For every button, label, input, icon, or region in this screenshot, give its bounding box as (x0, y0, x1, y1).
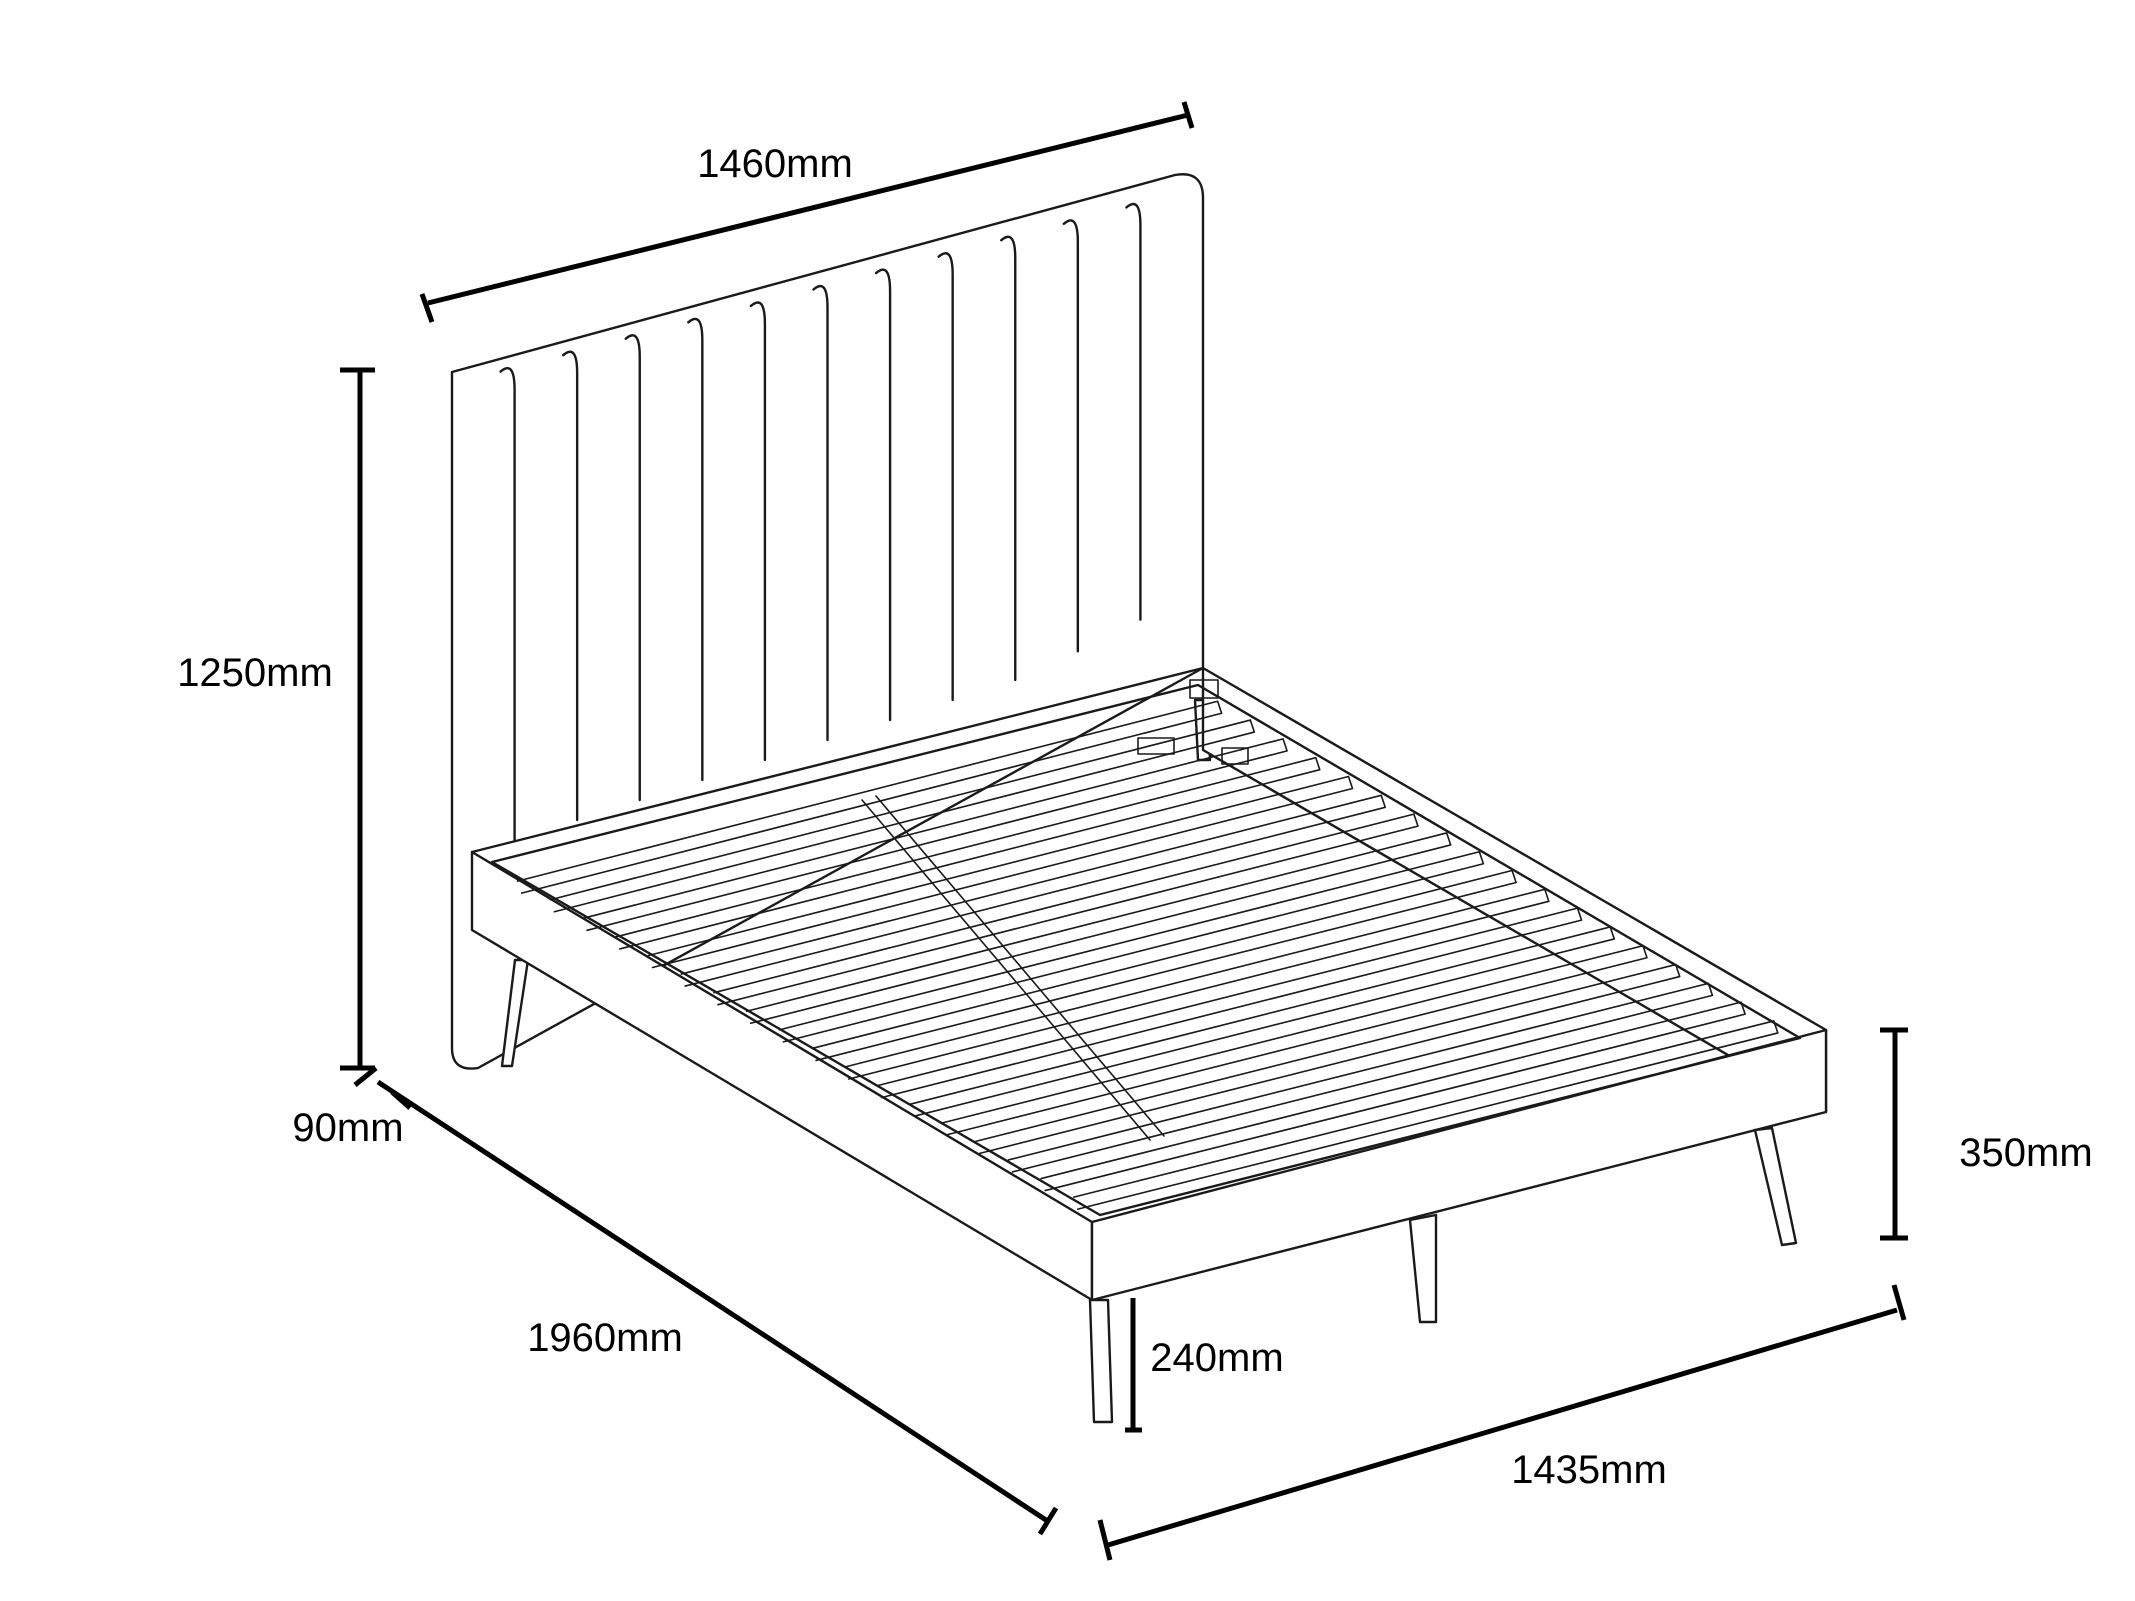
slat (844, 888, 1550, 1080)
slat (811, 869, 1517, 1062)
dim-leg-height (1125, 1298, 1142, 1433)
dim-headboard-width (419, 101, 1195, 323)
headboard-channel (749, 301, 767, 762)
slat (647, 775, 1354, 969)
dim-headboard-thickness (353, 1066, 412, 1110)
label-bed-width: 1435mm (1511, 1448, 1667, 1492)
headboard-channel (687, 317, 704, 782)
headboard-channels (499, 202, 1142, 842)
label-frame-height: 350mm (1959, 1131, 2093, 1175)
headboard (450, 173, 1205, 1070)
slat (680, 794, 1387, 987)
label-bed-length: 1960mm (527, 1316, 683, 1360)
dim-frame-height (1880, 1027, 1908, 1241)
corner-brackets (1137, 679, 1249, 765)
front-right-leg (1753, 1126, 1798, 1247)
label-headboard-height: 1250mm (177, 651, 333, 695)
center-support-beam (861, 795, 1165, 1141)
front-middle-leg (1408, 1213, 1438, 1324)
headboard-channel (1000, 235, 1017, 682)
slat (1007, 982, 1714, 1173)
headboard-channel (561, 350, 579, 822)
slat (1073, 1020, 1779, 1210)
headboard-channel (1062, 219, 1080, 653)
front-left-leg (1088, 1298, 1114, 1424)
slat (614, 756, 1321, 950)
bracket-top (1189, 679, 1219, 699)
slat (778, 850, 1485, 1043)
dimension-lines (340, 101, 1908, 1561)
headboard-channel (937, 252, 954, 702)
slat (549, 719, 1256, 913)
bed-frame (470, 666, 1828, 1302)
bracket-mid (1137, 737, 1175, 755)
dim-headboard-height (340, 367, 375, 1071)
front-legs (1088, 1126, 1798, 1424)
label-headboard-thickness: 90mm (292, 1106, 404, 1150)
slat (876, 907, 1583, 1099)
slats (516, 700, 1779, 1210)
dim-bed-width (1097, 1284, 1907, 1561)
headboard-channel (812, 284, 829, 742)
slat (942, 944, 1648, 1136)
label-headboard-width: 1460mm (697, 142, 853, 186)
headboard-channel (499, 367, 516, 842)
bracket-low (1221, 747, 1249, 765)
slat (582, 738, 1288, 932)
slat (516, 700, 1223, 894)
label-leg-height: 240mm (1150, 1336, 1284, 1380)
frame-inner-rim (470, 666, 1802, 1217)
headboard-channel (1125, 202, 1142, 621)
headboard-channel (874, 268, 892, 722)
slat (909, 926, 1616, 1117)
headboard-channel (624, 334, 641, 802)
dim-bed-length (376, 1079, 1059, 1536)
slat (745, 832, 1452, 1025)
slat (713, 813, 1419, 1006)
slat (1040, 1001, 1746, 1192)
slat (974, 963, 1681, 1155)
